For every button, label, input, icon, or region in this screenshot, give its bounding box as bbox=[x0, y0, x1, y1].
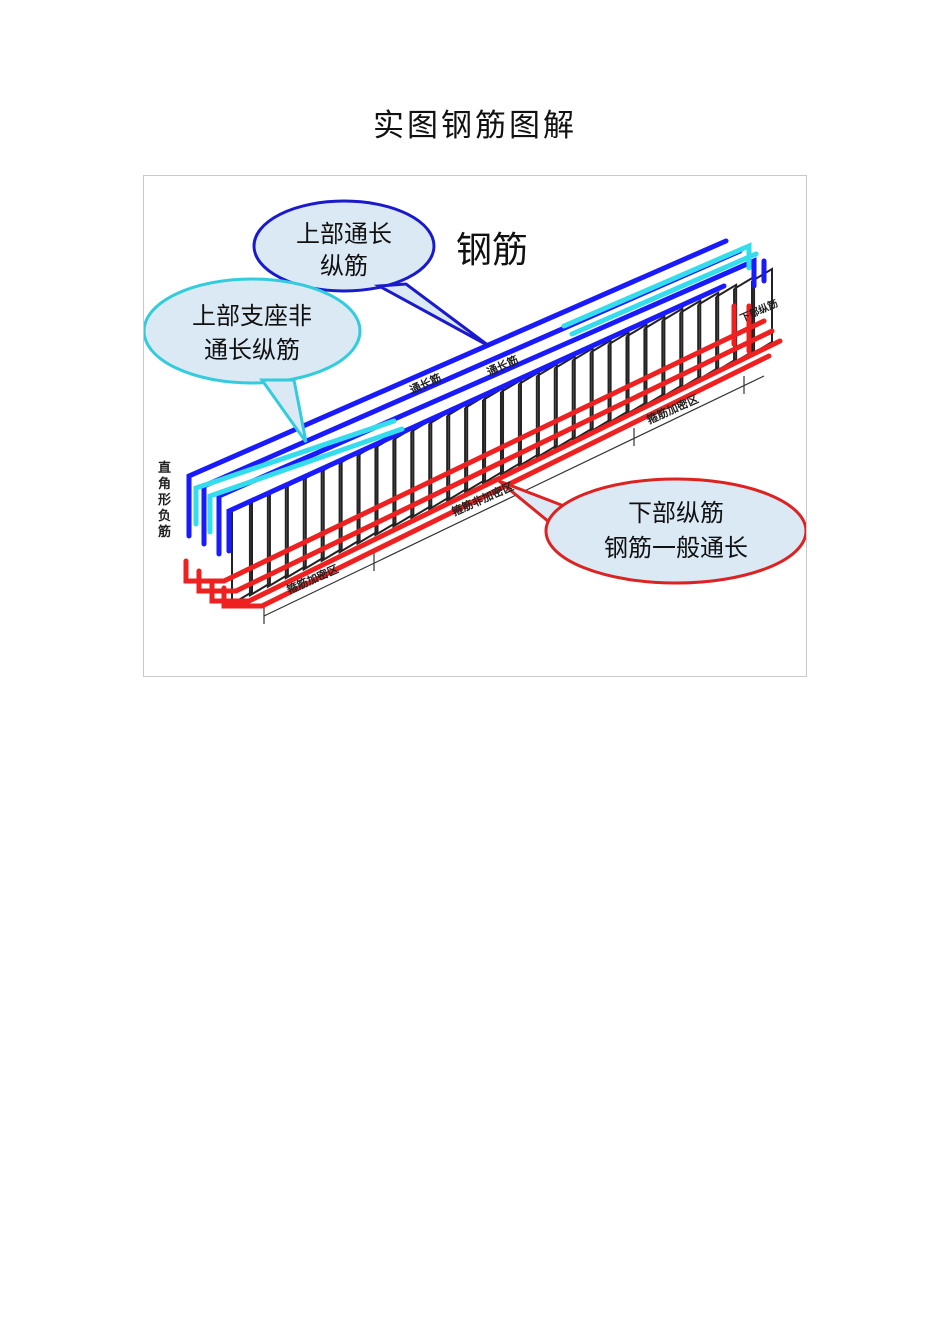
vertical-label-char: 角 bbox=[158, 476, 171, 492]
label-bottom-bar-right: 下部纵筋 bbox=[738, 297, 780, 325]
rebar-diagram-svg: 钢筋 上部通长 纵筋 上部支座非 通长纵筋 下部纵筋 钢筋一般通长 通长筋 通长… bbox=[144, 199, 806, 624]
page-title: 实图钢筋图解 bbox=[373, 108, 577, 144]
vertical-label-char: 负 bbox=[158, 508, 171, 524]
callout-top-continuous-line1: 上部通长 bbox=[296, 220, 392, 248]
vertical-label-char: 形 bbox=[158, 493, 171, 508]
callout-bottom-line2: 钢筋一般通长 bbox=[604, 534, 748, 562]
bottom-longitudinal-bars bbox=[183, 303, 783, 609]
top-continuous-bars bbox=[186, 238, 767, 557]
callout-top-continuous: 上部通长 纵筋 bbox=[252, 199, 490, 348]
label-stirrup-dense-right: 箍筋加密区 bbox=[645, 392, 701, 427]
callout-top-continuous-line2: 纵筋 bbox=[320, 252, 368, 280]
diagram-heading: 钢筋 bbox=[456, 230, 528, 271]
callout-bottom: 下部纵筋 钢筋一般通长 bbox=[498, 477, 806, 585]
callout-top-support-line1: 上部支座非 bbox=[192, 302, 312, 330]
top-support-bars bbox=[193, 242, 759, 535]
rebar-diagram: 钢筋 上部通长 纵筋 上部支座非 通长纵筋 下部纵筋 钢筋一般通长 通长筋 通长… bbox=[143, 175, 807, 677]
vertical-label-char: 筋 bbox=[157, 524, 171, 540]
dimension-lines bbox=[263, 375, 765, 624]
callout-bottom-line1: 下部纵筋 bbox=[628, 499, 724, 527]
vertical-label-char: 直 bbox=[158, 460, 171, 476]
callout-top-support: 上部支座非 通长纵筋 bbox=[144, 277, 362, 443]
callout-top-support-line2: 通长纵筋 bbox=[204, 336, 300, 364]
